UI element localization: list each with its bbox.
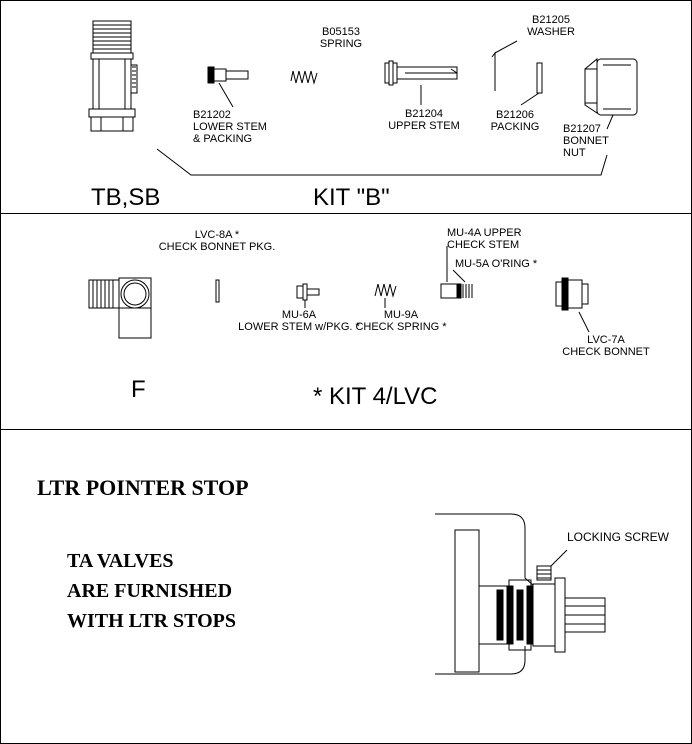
locking-screw	[536, 565, 552, 581]
ltr-stop-drawing	[435, 513, 606, 675]
pointer-stop-plate	[478, 579, 532, 651]
housing-outline	[435, 513, 550, 599]
kit-b-model-label: TB,SB	[91, 184, 161, 211]
ltr-stop-title: LTR POINTER STOP	[37, 475, 249, 500]
spring-part	[290, 70, 318, 85]
lvc8a-label: LVC-8A * CHECK BONNET PKG.	[158, 229, 276, 253]
b21206-label: B21206 PACKING	[490, 109, 540, 133]
mu4a-label: MU-4A UPPER CHECK STEM	[447, 227, 522, 251]
bonnet-nut-part	[584, 57, 638, 116]
kit-b-bracket	[156, 148, 608, 176]
lvc7a-label: LVC-7A CHECK BONNET	[562, 334, 650, 358]
b21202-label: B21202 LOWER STEM & PACKING	[193, 109, 267, 145]
lower-stem-part	[207, 66, 249, 84]
stop-ring	[496, 589, 504, 641]
b21207-label: B21207 BONNET NUT	[563, 123, 609, 159]
lvc7a-bonnet-part	[555, 277, 589, 311]
kit-4lvc-panel: LVC-8A * CHECK BONNET PKG. MU-4A UPPER C…	[1, 214, 691, 429]
b21204-label: B21204 UPPER STEM	[388, 108, 460, 132]
panel-divider-1	[1, 213, 691, 214]
check-bonnet-pkg-part	[215, 279, 220, 303]
mu9a-label: MU-9A CHECK SPRING *	[355, 309, 447, 333]
ltr-stop-line-1: TA VALVES	[67, 550, 174, 572]
panel-divider-2	[1, 429, 691, 430]
locking-screw-label: LOCKING SCREW	[567, 530, 670, 544]
ltr-stop-panel: LTR POINTER STOP TA VALVES ARE FURNISHED…	[1, 430, 691, 743]
f-valve-body	[88, 277, 152, 339]
b05153-label: B05153 SPRING	[319, 26, 363, 50]
kit-b-drawing	[88, 20, 638, 176]
mu6a-stem-part	[296, 283, 320, 301]
washer-part	[491, 51, 496, 91]
kit-4lvc-drawing	[88, 246, 590, 339]
mu6a-label: MU-6A LOWER STEM w/PKG. *	[238, 309, 360, 333]
ltr-stop-line-3: WITH LTR STOPS	[67, 610, 236, 632]
b21205-label: B21205 WASHER	[527, 14, 575, 38]
kit-b-panel: B05153 SPRING B21205 WASHER B21202 LOWER…	[1, 1, 691, 213]
check-spring-part	[374, 283, 397, 298]
bonnet-block	[532, 583, 556, 647]
handle-disc	[454, 529, 480, 673]
packing-part	[536, 62, 543, 94]
kit-b-title: KIT "B"	[313, 184, 390, 211]
tb-sb-valve-body	[88, 20, 138, 132]
mu4a-upper-stem-part	[440, 283, 473, 299]
ltr-stop-line-2: ARE FURNISHED	[67, 580, 233, 602]
kit-4lvc-title: * KIT 4/LVC	[313, 383, 438, 410]
mu5a-label: MU-5A O'RING *	[455, 258, 538, 270]
upper-stem-part	[384, 60, 458, 86]
kit-4lvc-model-label: F	[131, 376, 146, 403]
